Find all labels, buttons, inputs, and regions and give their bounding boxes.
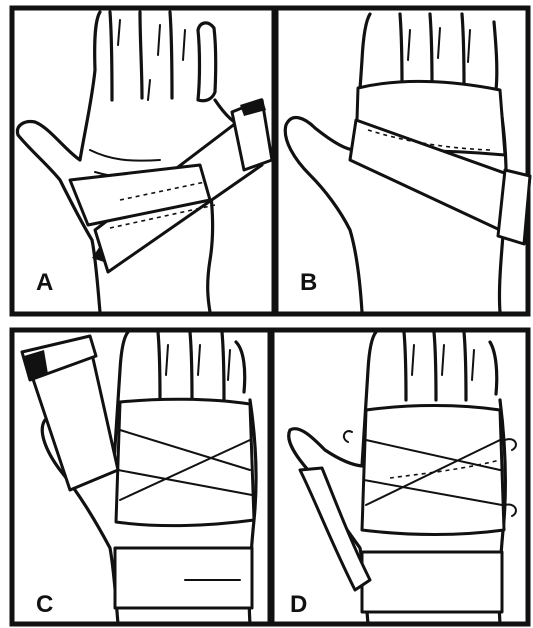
- panel-a: A: [12, 8, 274, 314]
- panel-b-finger-lines: [408, 28, 470, 62]
- panel-c-palm-wrap: [116, 399, 254, 525]
- panel-c-finger-lines: [166, 345, 230, 380]
- panel-c-wrist-wrap: [115, 548, 252, 608]
- panel-c-label: C: [36, 591, 53, 618]
- panel-d-wrist-wrap: [362, 552, 502, 612]
- panel-d-palm-wrap: [362, 406, 504, 535]
- panel-d-thumb-strip: [300, 468, 370, 590]
- panel-b-label: B: [300, 269, 317, 296]
- panel-d-label: D: [290, 591, 307, 618]
- panel-c: C: [12, 330, 270, 624]
- panel-a-label: A: [36, 269, 53, 296]
- panel-b-tape-roll: [498, 170, 530, 244]
- panel-d: D: [272, 330, 528, 624]
- panel-a-finger-lines: [118, 20, 185, 100]
- panel-b: B: [276, 8, 530, 314]
